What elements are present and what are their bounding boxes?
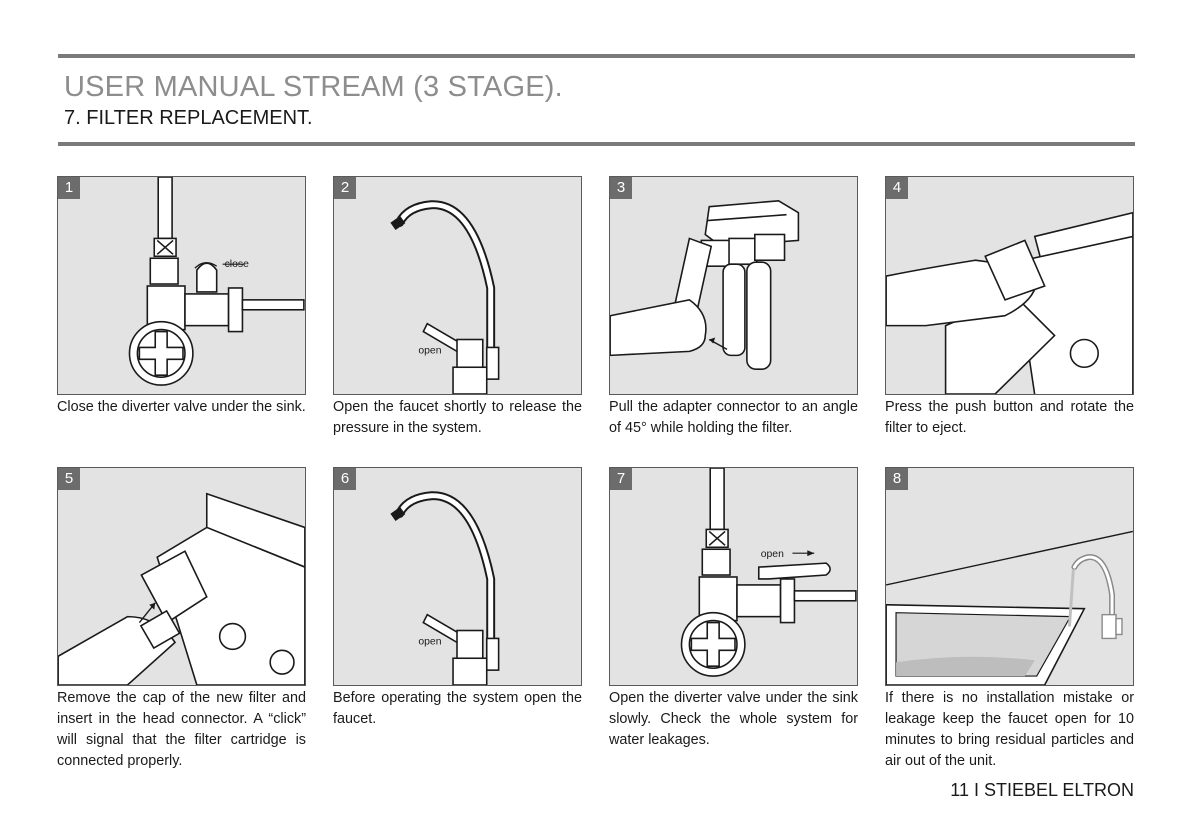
step-1-caption: Close the diverter valve under the sink.	[57, 399, 306, 415]
step-6: 6 open Before operating the system open …	[333, 467, 582, 730]
step-3-caption: Pull the adapter connector to an angle o…	[609, 399, 858, 436]
step-number-badge: 1	[58, 177, 80, 199]
step-7: 7 open Open the diverter valve under the…	[609, 467, 858, 751]
step-4: 4 Press the push button and rotate the f…	[885, 176, 1134, 439]
step-6-caption: Before operating the system open the fau…	[333, 690, 582, 727]
faucet-label-open: open	[418, 636, 441, 647]
step-5-illustration-panel: 5	[57, 467, 306, 686]
step-7-illustration-panel: 7 open	[609, 467, 858, 686]
faucet-label-open: open	[418, 345, 441, 356]
pull-adapter-illustration	[610, 199, 800, 371]
faucet-open-illustration: open	[390, 491, 500, 685]
step-8-caption: If there is no installation mistake or l…	[885, 690, 1134, 769]
step-2-caption: Open the faucet shortly to release the p…	[333, 399, 582, 436]
insert-new-filter-illustration	[58, 492, 305, 685]
step-5: 5 Remove the cap of the new filter and i…	[57, 467, 306, 772]
step-5-caption: Remove the cap of the new filter and ins…	[57, 690, 306, 769]
diverter-valve-close-illustration: close	[128, 177, 305, 386]
step-4-caption: Press the push button and rotate the fil…	[885, 399, 1134, 436]
step-4-illustration-panel: 4	[885, 176, 1134, 395]
step-number-badge: 6	[334, 468, 356, 490]
step-3: 3 Pull the adapter connector to an angle…	[609, 176, 858, 439]
step-number-badge: 5	[58, 468, 80, 490]
step-1-illustration-panel: 1 close	[57, 176, 306, 395]
sink-faucet-flush-illustration	[886, 530, 1133, 685]
step-8-illustration-panel: 8	[885, 467, 1134, 686]
step-number-badge: 2	[334, 177, 356, 199]
step-2: 2 open Open the faucet shortly to releas…	[333, 176, 582, 439]
step-1: 1 close Close the diverter valve under t…	[57, 176, 306, 418]
document-title: USER MANUAL STREAM (3 STAGE).	[64, 71, 563, 103]
page-footer: 11 I STIEBEL ELTRON	[950, 780, 1134, 800]
step-number-badge: 4	[886, 177, 908, 199]
section-title: 7. FILTER REPLACEMENT.	[64, 107, 313, 129]
valve-label-close: close	[225, 259, 249, 270]
faucet-open-illustration: open	[390, 200, 500, 394]
step-3-illustration-panel: 3	[609, 176, 858, 395]
step-number-badge: 3	[610, 177, 632, 199]
section-rule	[58, 142, 1135, 146]
step-2-illustration-panel: 2 open	[333, 176, 582, 395]
step-number-badge: 8	[886, 468, 908, 490]
step-6-illustration-panel: 6 open	[333, 467, 582, 686]
step-number-badge: 7	[610, 468, 632, 490]
valve-label-open: open	[761, 549, 784, 560]
step-8: 8 If there is no installation mistake or…	[885, 467, 1134, 772]
push-button-rotate-illustration	[886, 211, 1133, 394]
step-7-caption: Open the diverter valve under the sink s…	[609, 690, 858, 748]
top-rule	[58, 54, 1135, 58]
diverter-valve-open-illustration: open	[680, 468, 857, 677]
